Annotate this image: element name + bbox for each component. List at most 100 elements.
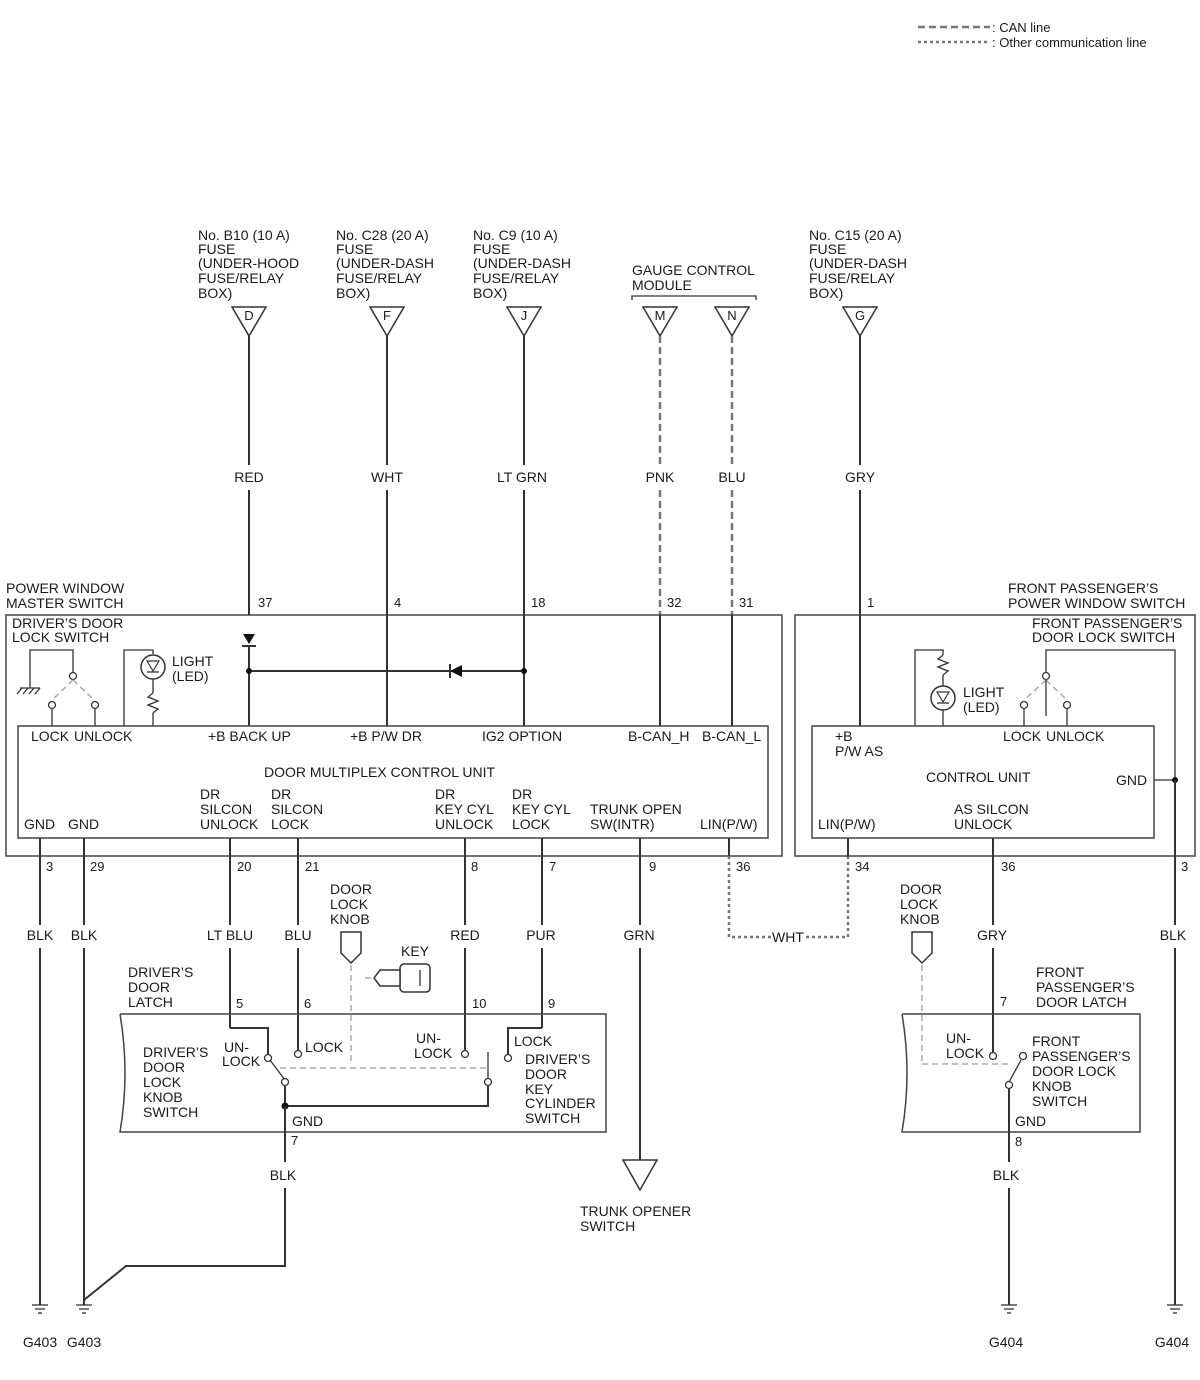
master-led-label2: (LED)	[172, 668, 209, 684]
passenger-latch-outline	[901, 1013, 1141, 1133]
connector-m-label: M	[655, 308, 666, 323]
fuse-c9-location3: BOX)	[473, 285, 507, 301]
fuse-b10-location: (UNDER-HOOD	[198, 255, 299, 271]
fuse-b10-label: FUSE	[198, 241, 235, 257]
connector-j-label: J	[521, 308, 528, 323]
driver-knob-label3: KNOB	[330, 911, 370, 927]
pin-fp-36: 36	[1001, 859, 1015, 874]
passenger-led-label: LIGHT	[963, 684, 1005, 700]
trunk-opener-label: TRUNK OPENER	[580, 1203, 691, 1219]
pin-32: 32	[667, 595, 681, 610]
fuse-b10-name: No. B10 (10 A)	[198, 227, 290, 243]
power-window-master-switch: POWER WINDOW MASTER SWITCH DRIVER’S DOOR…	[5, 580, 783, 857]
connector-j-triangle	[505, 306, 543, 338]
passenger-knob-switch-label4: KNOB	[1032, 1078, 1072, 1094]
passenger-unlock-label: UNLOCK	[1046, 728, 1105, 744]
keycyl-switch-lock: LOCK	[514, 1033, 553, 1049]
dr-silcon-lock-1: DR	[271, 786, 291, 802]
driver-latch-title3: LATCH	[128, 994, 173, 1010]
fuse-c28-location3: BOX)	[336, 285, 370, 301]
connector-f-label: F	[383, 308, 391, 323]
key-icon	[399, 963, 431, 993]
master-switch-outline	[5, 614, 783, 857]
wire-gry-passenger: GRY	[977, 927, 1008, 943]
ground-icon-g404-2	[1167, 1304, 1183, 1314]
door-lock-knob-icon	[340, 931, 362, 965]
pin-18: 18	[531, 595, 545, 610]
control-unit-label: CONTROL UNIT	[926, 769, 1031, 785]
knob-switch-un: UN-	[224, 1039, 249, 1055]
pin-3: 3	[46, 859, 53, 874]
driver-knob-switch-label5: SWITCH	[143, 1104, 198, 1120]
latch-pin-5: 5	[236, 996, 243, 1011]
driver-knob-label: DOOR	[330, 881, 372, 897]
passenger-lock-label: LOCK	[1003, 728, 1042, 744]
wire-lt-blu: LT BLU	[207, 927, 253, 943]
passenger-knob-switch-label3: DOOR LOCK	[1032, 1063, 1117, 1079]
passenger-knob-switch-label: FRONT	[1032, 1033, 1081, 1049]
wire-red: RED	[450, 927, 480, 943]
fuse-c9-location2: FUSE/RELAY	[473, 270, 560, 286]
wire-wht-lin: WHT	[772, 929, 804, 945]
trunk-open-label: TRUNK OPEN	[590, 801, 682, 817]
keycyl-switch-label4: CYLINDER	[525, 1095, 596, 1111]
pin-36: 36	[736, 859, 750, 874]
pin-fp-3: 3	[1181, 859, 1188, 874]
gauge-title2: MODULE	[632, 277, 692, 293]
ground-g404-1: G404	[989, 1334, 1023, 1350]
passenger-switch-title2: POWER WINDOW SWITCH	[1008, 595, 1185, 611]
door-multiplex-control-unit	[17, 725, 769, 839]
bcan-l-label: B-CAN_L	[702, 728, 761, 744]
knob-switch-unlock: LOCK	[222, 1053, 261, 1069]
ground-icon-g404-1	[1001, 1304, 1017, 1314]
legend: : CAN line : Other communication line	[918, 20, 1147, 50]
wire-blk-1: BLK	[27, 927, 54, 943]
fuse-c15: No. C15 (20 A) FUSE (UNDER-DASH FUSE/REL…	[809, 227, 907, 726]
fuse-b10-location3: BOX)	[198, 285, 232, 301]
passenger-latch-pin-8: 8	[1015, 1134, 1022, 1149]
wire-color-red: RED	[234, 469, 264, 485]
driver-latch-outline	[119, 1013, 607, 1133]
driver-latch-gnd: GND	[292, 1113, 323, 1129]
fuse-c9-name: No. C9 (10 A)	[473, 227, 558, 243]
connector-g-triangle	[841, 306, 879, 338]
wire-color-blu: BLU	[718, 469, 745, 485]
gauge-title: GAUGE CONTROL	[632, 262, 755, 278]
latch-pin-9: 9	[548, 996, 555, 1011]
pin-37: 37	[258, 595, 272, 610]
trunk-opener-label2: SWITCH	[580, 1218, 635, 1234]
fuse-c28: No. C28 (20 A) FUSE (UNDER-DASH FUSE/REL…	[336, 227, 434, 726]
passenger-latch-wire-blk: BLK	[993, 1167, 1020, 1183]
passenger-switch-un: UN-	[946, 1030, 971, 1046]
passenger-led-icon	[930, 685, 956, 711]
diode-ig2-icon	[450, 665, 462, 677]
pin-8: 8	[471, 859, 478, 874]
driver-lock-switch-title2: LOCK SWITCH	[12, 629, 109, 645]
as-silcon-label2: UNLOCK	[954, 816, 1013, 832]
wire-color-pnk: PNK	[646, 469, 675, 485]
master-lock-label: LOCK	[31, 728, 70, 744]
wire-blk-passenger: BLK	[1160, 927, 1187, 943]
dr-keycyl-lock-3: LOCK	[512, 816, 551, 832]
ground-icon-g403-1	[32, 1304, 48, 1314]
front-passenger-power-window-switch: FRONT PASSENGER’S POWER WINDOW SWITCH FR…	[794, 580, 1196, 1305]
driver-knob-switch-label3: LOCK	[143, 1074, 182, 1090]
passenger-switch-title: FRONT PASSENGER’S	[1008, 580, 1158, 596]
wire-color-lt-grn: LT GRN	[497, 469, 547, 485]
passenger-knob-label3: KNOB	[900, 911, 940, 927]
passenger-knob-switch-label2: PASSENGER’S	[1032, 1048, 1131, 1064]
dr-silcon-unlock-2: SILCON	[200, 801, 252, 817]
fuse-c28-location2: FUSE/RELAY	[336, 270, 423, 286]
trunk-open-label2: SW(INTR)	[590, 816, 655, 832]
driver-knob-switch-label2: DOOR	[143, 1059, 185, 1075]
passenger-switch-unlock: LOCK	[946, 1045, 985, 1061]
driver-knob-switch-label4: KNOB	[143, 1089, 183, 1105]
passenger-latch-title: FRONT	[1036, 964, 1085, 980]
dr-keycyl-lock-2: KEY CYL	[512, 801, 571, 817]
passenger-latch-title3: DOOR LATCH	[1036, 994, 1127, 1010]
wire-blk-2: BLK	[71, 927, 98, 943]
led-icon	[140, 654, 166, 680]
connector-f-triangle	[368, 306, 406, 338]
passenger-gnd-label: GND	[1116, 772, 1147, 788]
keycyl-switch-label3: KEY	[525, 1081, 554, 1097]
